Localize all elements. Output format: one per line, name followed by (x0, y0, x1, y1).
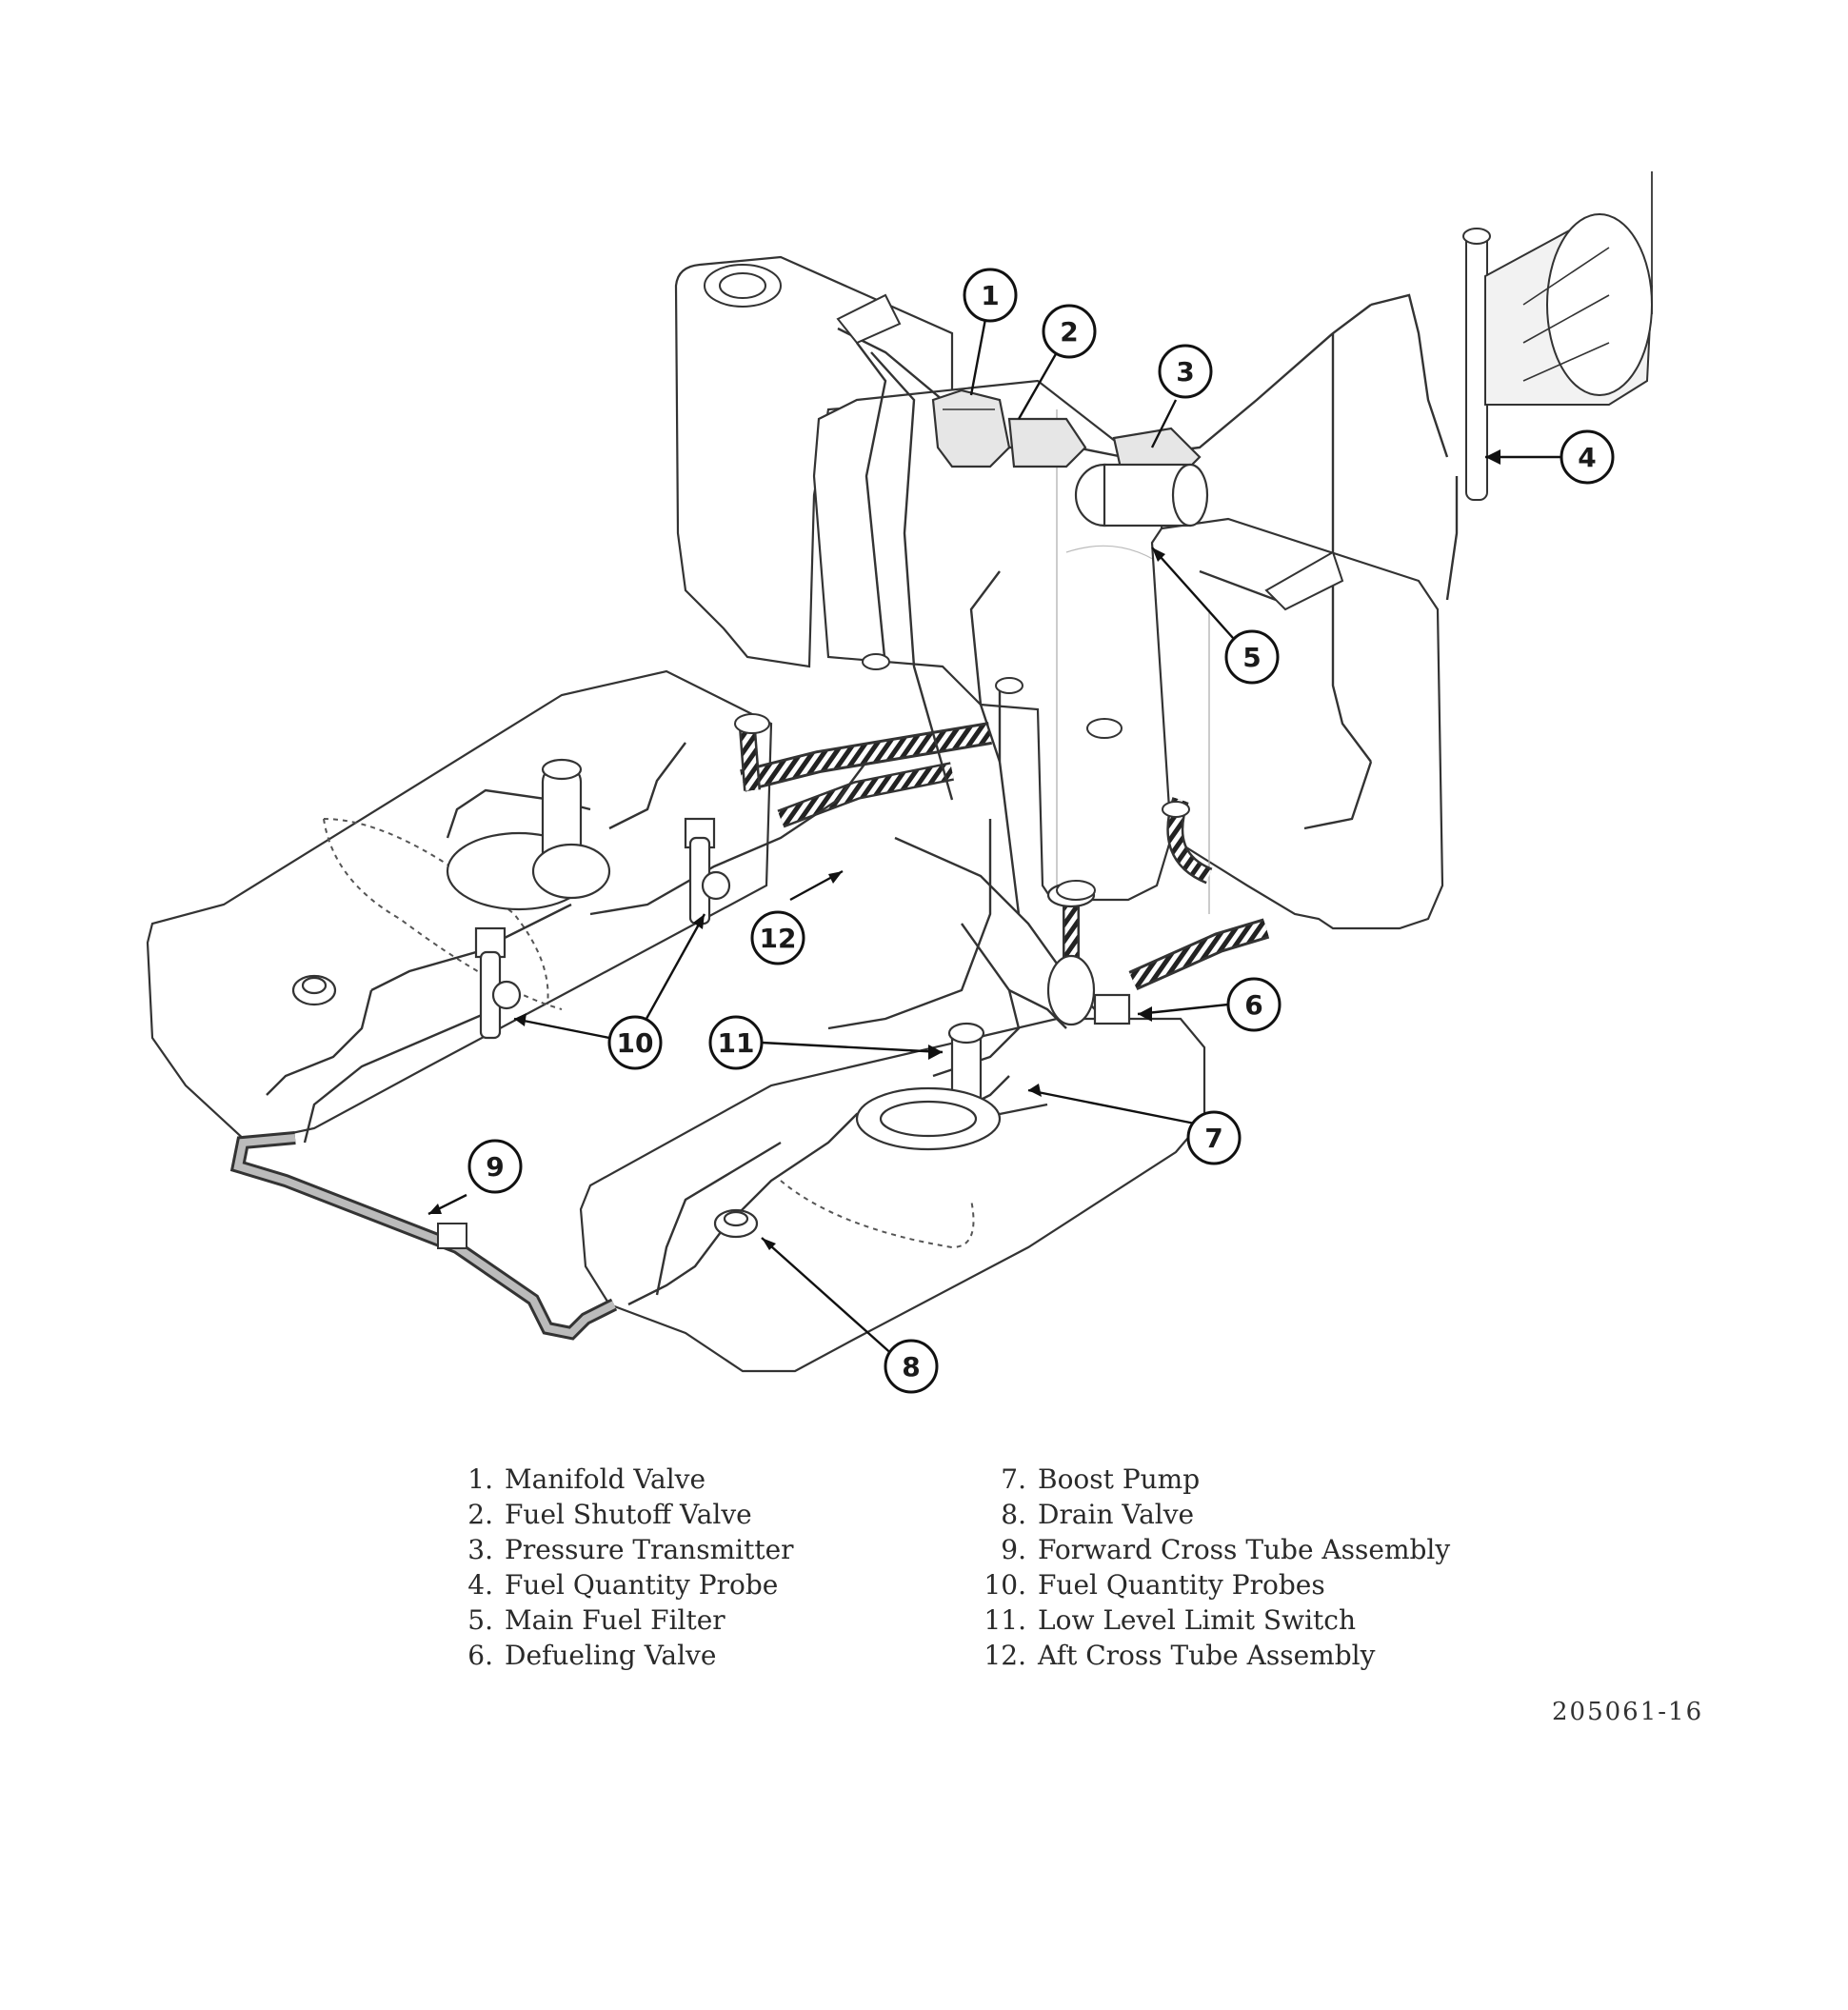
rear-fuel-tank-left (674, 255, 954, 668)
rear-fuel-tank-right (1150, 517, 1444, 930)
boost-pump-rear (446, 758, 611, 911)
legend-item: 11.Low Level Limit Switch (984, 1604, 1357, 1636)
callout-5-number: 5 (1242, 642, 1261, 673)
aft-cross-tube (739, 722, 1270, 991)
drain-valve (713, 1208, 759, 1239)
callout-9-number: 9 (486, 1151, 504, 1183)
legend-item: 7.Boost Pump (1001, 1463, 1201, 1495)
callout-2-number: 2 (1060, 316, 1078, 348)
defueling-valve (1046, 882, 1131, 1026)
callout-9: 9 (467, 1139, 523, 1194)
legend-column-left: 1.Manifold Valve 2.Fuel Shutoff Valve 3.… (447, 1462, 794, 1673)
fuel-quantity-probes (474, 817, 731, 1040)
callout-11: 11 (708, 1015, 764, 1070)
legend-column-right: 7.Boost Pump 8.Drain Valve 9.Forward Cro… (981, 1462, 1450, 1673)
legend-item: 10.Fuel Quantity Probes (984, 1569, 1325, 1601)
callout-3: 3 (1158, 344, 1213, 399)
legend-item: 12.Aft Cross Tube Assembly (984, 1640, 1376, 1671)
callout-8: 8 (884, 1339, 939, 1394)
fuel-system-diagram: 1 2 3 4 5 6 7 8 (146, 171, 1654, 1394)
callout-7: 7 (1186, 1110, 1242, 1165)
callout-8-number: 8 (902, 1351, 920, 1383)
callout-10-number: 10 (617, 1027, 654, 1059)
main-fuel-filter (1074, 463, 1209, 527)
legend-item: 2.Fuel Shutoff Valve (467, 1499, 752, 1530)
forward-fuel-tank-left (146, 669, 773, 1144)
callout-12: 12 (750, 910, 805, 965)
figure-number: 205061-16 (1552, 1698, 1704, 1726)
callout-1-number: 1 (981, 280, 999, 311)
callout-6-number: 6 (1244, 989, 1262, 1021)
callout-2: 2 (1042, 304, 1097, 359)
sump-drain-rear (291, 974, 337, 1006)
callout-6: 6 (1226, 977, 1282, 1032)
legend-item: 6.Defueling Valve (467, 1640, 717, 1671)
legend-item: 5.Main Fuel Filter (467, 1604, 725, 1636)
callout-12-number: 12 (760, 923, 797, 954)
legend-item: 8.Drain Valve (1001, 1499, 1195, 1530)
filler-cap-rear (704, 264, 782, 308)
callout-11-number: 11 (718, 1027, 755, 1059)
bracket-fittings (734, 293, 1344, 901)
legend-item: 9.Forward Cross Tube Assembly (1001, 1534, 1451, 1565)
forward-cross-tube (229, 1131, 618, 1341)
callout-7-number: 7 (1204, 1123, 1222, 1154)
callout-4-number: 4 (1578, 442, 1596, 473)
legend-item: 1.Manifold Valve (467, 1463, 706, 1495)
callout-5: 5 (1224, 629, 1280, 685)
callout-3-number: 3 (1176, 356, 1194, 388)
fuel-quantity-probe-assembly (1462, 171, 1654, 501)
legend-item: 4.Fuel Quantity Probe (467, 1569, 779, 1601)
callout-10: 10 (607, 1015, 663, 1070)
fuel-shutoff-valve (1007, 417, 1087, 468)
callout-4: 4 (1560, 429, 1615, 485)
manifold-valve (931, 388, 1011, 468)
callout-1: 1 (963, 268, 1018, 323)
boost-pump-forward (855, 1086, 1002, 1151)
leader-arrowheads (428, 449, 1500, 1250)
legend-item: 3.Pressure Transmitter (467, 1534, 794, 1565)
forward-fuel-tank-right (579, 1017, 1206, 1373)
